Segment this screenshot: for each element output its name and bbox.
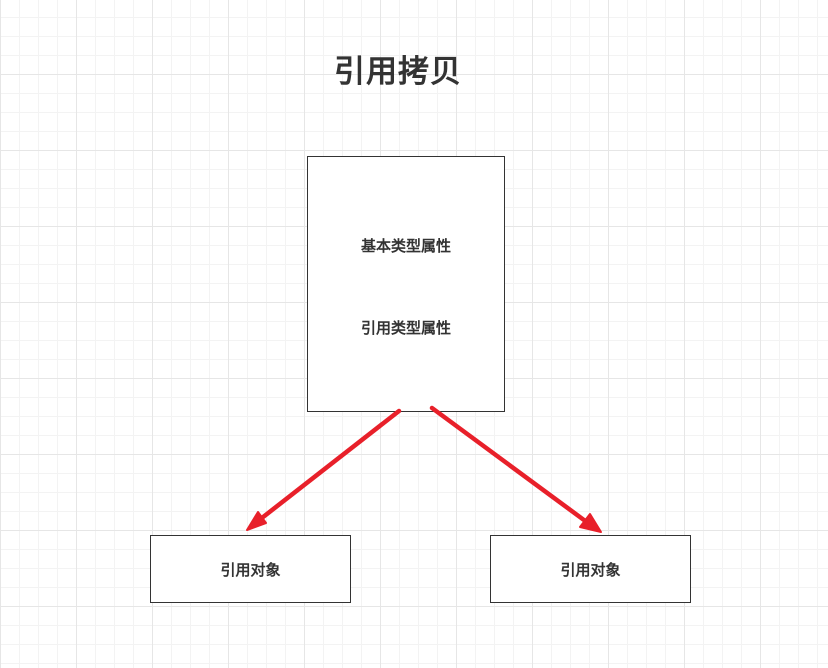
arrow-shaft-right [429,405,591,526]
referenced-object-box-left: 引用对象 [150,535,351,603]
diagram-title: 引用拷贝 [334,54,462,90]
arrow-to-right-object [429,405,602,533]
referenced-object-box-right: 引用对象 [490,535,691,603]
source-object-box: 基本类型属性 引用类型属性 [307,156,505,412]
referenced-object-label-right: 引用对象 [560,560,621,579]
reference-field-label: 引用类型属性 [360,319,451,337]
arrow-head-right [579,513,602,533]
arrow-head-left [246,511,267,531]
primitive-field-label: 基本类型属性 [360,237,451,255]
arrow-shaft-left [255,408,402,524]
referenced-object-label-left: 引用对象 [220,560,281,579]
arrow-to-left-object [246,408,402,531]
